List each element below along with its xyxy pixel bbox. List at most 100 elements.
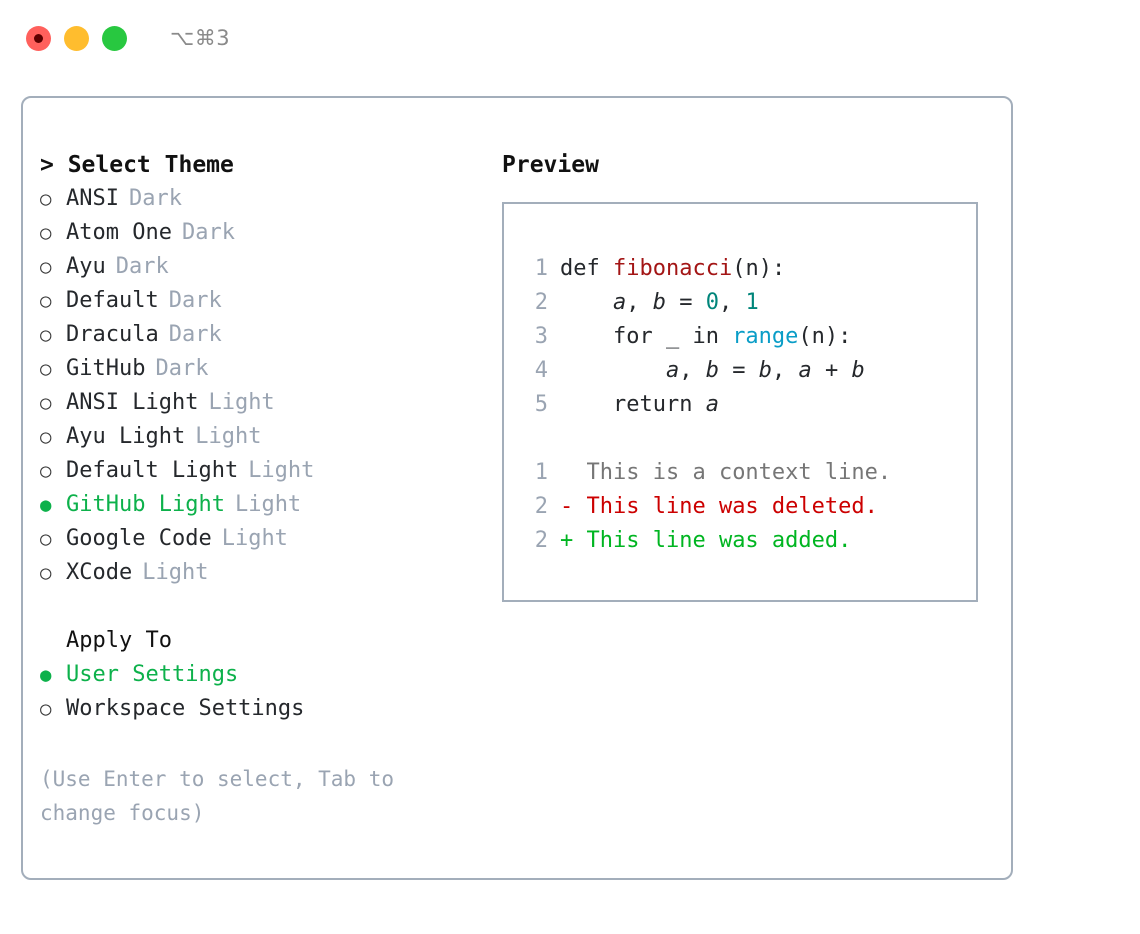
code-token-plain: , (626, 290, 653, 315)
diff-sign (560, 456, 573, 490)
radio-unselected-icon: ○ (40, 358, 52, 380)
radio-unselected-icon: ○ (40, 290, 52, 312)
theme-option-variant: Dark (128, 186, 182, 211)
apply-to-section: Apply To ● User Settings ○Workspace Settin… (40, 624, 480, 726)
code-line-text: return a (560, 388, 719, 422)
theme-option-github[interactable]: ○ GitHub Dark (40, 352, 480, 386)
code-token-plain: for _ in (560, 324, 733, 349)
radio-selected-icon: ● (40, 664, 52, 686)
theme-option-variant: Light (142, 560, 209, 585)
theme-option-ayu-light[interactable]: ○ Ayu Light Light (40, 420, 480, 454)
radio-unselected-icon: ○ (40, 460, 52, 482)
theme-option-label: Default (66, 288, 159, 313)
code-token-var: a (612, 290, 627, 315)
theme-option-xcode[interactable]: ○ XCode Light (40, 556, 480, 590)
theme-option-label: Ayu (66, 254, 106, 279)
code-token-plain: return (560, 392, 706, 417)
theme-option-variant: Dark (168, 288, 222, 313)
code-line-text: for _ in range(n): (560, 320, 851, 354)
code-line-text: a, b = b, a + b (560, 354, 865, 388)
maximize-button-icon[interactable] (102, 25, 127, 51)
preview-spacer (522, 422, 976, 456)
code-token-plain: , (679, 358, 706, 383)
title-bar: ⌥⌘3 (0, 0, 1140, 76)
close-button-icon[interactable] (26, 25, 51, 51)
close-inner-dot (34, 33, 43, 43)
theme-option-label: XCode (66, 560, 133, 585)
theme-option-label: Google Code (66, 526, 212, 551)
apply-to-option-user-settings[interactable]: ● User Settings (40, 658, 480, 692)
theme-option-variant: Light (208, 390, 275, 415)
code-token-plain: , (718, 290, 746, 315)
radio-unselected-icon: ○ (40, 222, 52, 244)
line-number: 1 (534, 256, 548, 281)
code-line: 3 for _ in range(n): (522, 320, 976, 354)
apply-to-heading: Apply To (66, 628, 172, 653)
diff-line-delete: 2- This line was deleted. (522, 490, 976, 524)
theme-option-default-light[interactable]: ○ Default Light Light (40, 454, 480, 488)
code-token-plain: , (771, 358, 799, 383)
radio-unselected-icon: ○ (40, 426, 52, 448)
diff-sign: - (560, 494, 574, 519)
radio-unselected-icon: ○ (40, 392, 52, 414)
apply-to-list: ● User Settings ○Workspace Settings (40, 658, 480, 726)
code-token-num: 0 (705, 290, 719, 315)
code-token-plain (560, 290, 613, 315)
code-line: 5 return a (522, 388, 976, 422)
theme-option-default[interactable]: ○ Default Dark (40, 284, 480, 318)
apply-to-option-label: Workspace Settings (66, 696, 305, 721)
line-number: 2 (534, 290, 548, 315)
code-token-var: b (758, 358, 772, 383)
keyboard-shortcut-label: ⌥⌘3 (170, 26, 231, 50)
code-token-var: b (705, 358, 719, 383)
radio-unselected-icon: ○ (40, 324, 52, 346)
radio-unselected-icon: ○ (40, 562, 52, 584)
code-line-text: a, b = 0, 1 (560, 286, 759, 320)
radio-unselected-icon: ○ (40, 188, 52, 210)
theme-option-variant: Dark (168, 322, 222, 347)
code-line: 2 a, b = 0, 1 (522, 286, 976, 320)
radio-unselected-icon: ○ (40, 256, 52, 278)
theme-option-variant: Light (221, 526, 288, 551)
line-number: 2 (534, 494, 548, 519)
theme-option-variant: Dark (181, 220, 235, 245)
diff-line-text: This line was deleted. (573, 494, 878, 519)
code-token-var: a (798, 358, 812, 383)
theme-option-label: Default Light (66, 458, 239, 483)
theme-option-variant: Light (248, 458, 315, 483)
keyboard-hint-text: (Use Enter to select, Tab to change focu… (40, 767, 395, 825)
radio-unselected-icon: ○ (40, 528, 52, 550)
theme-option-variant: Light (195, 424, 262, 449)
theme-option-label: GitHub (66, 356, 146, 381)
minimize-button-icon[interactable] (64, 25, 89, 51)
theme-option-label: Dracula (66, 322, 159, 347)
radio-selected-icon: ● (40, 494, 52, 516)
code-token-var: b (652, 290, 666, 315)
line-number: 3 (534, 324, 548, 349)
line-number: 4 (534, 358, 548, 383)
apply-to-option-workspace-settings[interactable]: ○Workspace Settings (40, 692, 480, 726)
diff-line-text: This is a context line. (573, 460, 892, 485)
diff-line-add: 2+ This line was added. (522, 524, 976, 558)
code-token-plain (560, 358, 666, 383)
theme-option-dracula[interactable]: ○ Dracula Dark (40, 318, 480, 352)
theme-option-google-code[interactable]: ○ Google Code Light (40, 522, 480, 556)
theme-option-variant: Dark (155, 356, 209, 381)
preview-heading: Preview (502, 152, 599, 178)
line-number: 1 (534, 460, 548, 485)
diff-line-context: 1 This is a context line. (522, 456, 976, 490)
apply-to-option-label: User Settings (66, 662, 239, 687)
theme-option-label: Ayu Light (66, 424, 186, 449)
